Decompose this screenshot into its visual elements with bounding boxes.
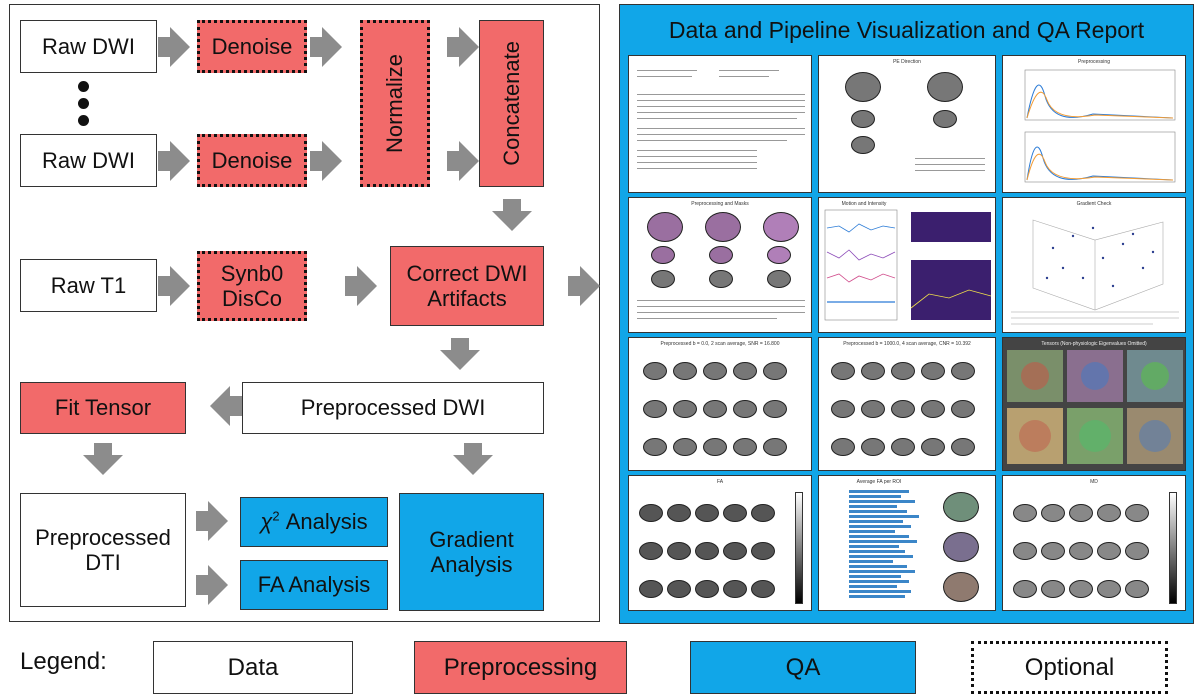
concatenate-node: Concatenate xyxy=(479,20,544,187)
arrow-pipeline-qa xyxy=(568,266,600,306)
correct-artifacts-node: Correct DWI Artifacts xyxy=(390,246,544,326)
denoise-node-1: Denoise xyxy=(197,20,307,73)
thumbnail-title: Average FA per ROI xyxy=(856,479,902,485)
arrow-dti-fa xyxy=(196,565,228,605)
raw-t1-node: Raw T1 xyxy=(20,259,157,312)
fa-colorbar xyxy=(795,492,803,604)
normalize-label: Normalize xyxy=(382,53,408,154)
arrow-rawt1-synb0 xyxy=(158,266,190,306)
qa-thumbnail-text-report xyxy=(628,55,812,193)
ellipsis-dot xyxy=(78,98,89,109)
qa-thumbnail-fa: FA xyxy=(628,475,812,611)
thumbnail-title: FA xyxy=(716,479,724,485)
preprocessed-dwi-node: Preprocessed DWI xyxy=(242,382,544,434)
denoise-node-2: Denoise xyxy=(197,134,307,187)
arrow-correct-prepdwi xyxy=(440,338,480,370)
qa-thumbnail-motion-intensity: Motion and Intensity xyxy=(818,197,996,333)
thumbnail-title: Tensors (Non-physiologic Eigenvalues Omi… xyxy=(1041,341,1147,347)
preprocessed-dti-label-2: DTI xyxy=(85,550,121,575)
arrow-synb0-correct xyxy=(345,266,377,306)
legend-data: Data xyxy=(153,641,353,694)
qa-thumbnail-b1000-average: Preprocessed b = 1000.0, 4 scan average,… xyxy=(818,337,996,471)
qa-report-title: Data and Pipeline Visualization and QA R… xyxy=(668,17,1145,43)
thumbnail-title: Preprocessing and Masks xyxy=(691,201,749,207)
correct-artifacts-label-1: Correct DWI xyxy=(406,260,528,286)
legend-label: Legend: xyxy=(20,648,107,675)
ellipsis-dot xyxy=(78,81,89,92)
qa-thumbnail-fa-per-roi: Average FA per ROI xyxy=(818,475,996,611)
legend-optional: Optional xyxy=(971,641,1168,694)
concatenate-label: Concatenate xyxy=(498,41,524,166)
synb0-label: Synb0 xyxy=(220,260,284,286)
chi2-superscript: 2 xyxy=(272,509,280,525)
correct-artifacts-label-2: Artifacts xyxy=(427,286,507,311)
thumbnail-title: MD xyxy=(1090,479,1098,485)
preprocessed-dti-label-1: Preprocessed xyxy=(35,524,171,550)
arrow-prepdwi-fittensor xyxy=(210,386,242,426)
fit-tensor-node: Fit Tensor xyxy=(20,382,186,434)
arrow-prepdwi-gradient xyxy=(453,443,493,475)
md-colorbar xyxy=(1169,492,1177,604)
disco-label: DisCo xyxy=(222,286,282,311)
arrow-denoise1-normalize xyxy=(310,27,342,67)
arrow-concat-correct xyxy=(492,199,532,231)
arrow-normalize-concat-top xyxy=(447,27,479,67)
qa-thumbnail-b0-average: Preprocessed b = 0.0, 2 scan average, SN… xyxy=(628,337,812,471)
arrow-denoise2-normalize xyxy=(310,141,342,181)
arrow-normalize-concat-bottom xyxy=(447,141,479,181)
chi2-text: Analysis xyxy=(279,509,368,535)
ellipsis-dot xyxy=(78,115,89,126)
arrow-rawdwi1-denoise1 xyxy=(158,27,190,67)
raw-dwi-node-2: Raw DWI xyxy=(20,134,157,187)
raw-dwi-node-1: Raw DWI xyxy=(20,20,157,73)
thumbnail-title: Preprocessed b = 1000.0, 4 scan average,… xyxy=(843,341,971,347)
thumbnail-title: Gradient Check xyxy=(1076,201,1112,207)
arrow-rawdwi2-denoise2 xyxy=(158,141,190,181)
preprocessed-dti-node: Preprocessed DTI xyxy=(20,493,186,607)
qa-thumbnail-md: MD xyxy=(1002,475,1186,611)
pipeline-frame xyxy=(9,4,600,622)
qa-thumbnail-gradient-check: Gradient Check xyxy=(1002,197,1186,333)
gradient-label-2: Analysis xyxy=(430,552,513,577)
legend-qa: QA xyxy=(690,641,916,694)
chi2-analysis-node: χ2 Analysis xyxy=(240,497,388,547)
gradient-label-1: Gradient xyxy=(429,526,514,552)
fa-analysis-node: FA Analysis xyxy=(240,560,388,610)
qa-thumbnail-pe-direction: PE Direction xyxy=(818,55,996,193)
qa-thumbnail-intensity-distribution: Preprocessing xyxy=(1002,55,1186,193)
thumbnail-title: Preprocessing xyxy=(1078,59,1110,65)
qa-thumbnail-tensors: Tensors (Non-physiologic Eigenvalues Omi… xyxy=(1002,337,1186,471)
arrow-fittensor-dti xyxy=(83,443,123,475)
qa-report-panel: Data and Pipeline Visualization and QA R… xyxy=(619,4,1194,624)
qa-thumbnail-preprocessing-masks: Preprocessing and Masks xyxy=(628,197,812,333)
arrow-dti-chi2 xyxy=(196,501,228,541)
thumbnail-title: Motion and Intensity xyxy=(841,201,887,207)
chi2-label: χ2 Analysis xyxy=(260,509,367,534)
gradient-analysis-node: Gradient Analysis xyxy=(399,493,544,611)
synb0-disco-node: Synb0 DisCo xyxy=(197,251,307,321)
thumbnail-title: Preprocessed b = 0.0, 2 scan average, SN… xyxy=(660,341,780,347)
normalize-node: Normalize xyxy=(360,20,430,187)
chi2-symbol: χ xyxy=(260,509,273,535)
legend-preprocessing: Preprocessing xyxy=(414,641,627,694)
thumbnail-title: PE Direction xyxy=(893,59,921,65)
